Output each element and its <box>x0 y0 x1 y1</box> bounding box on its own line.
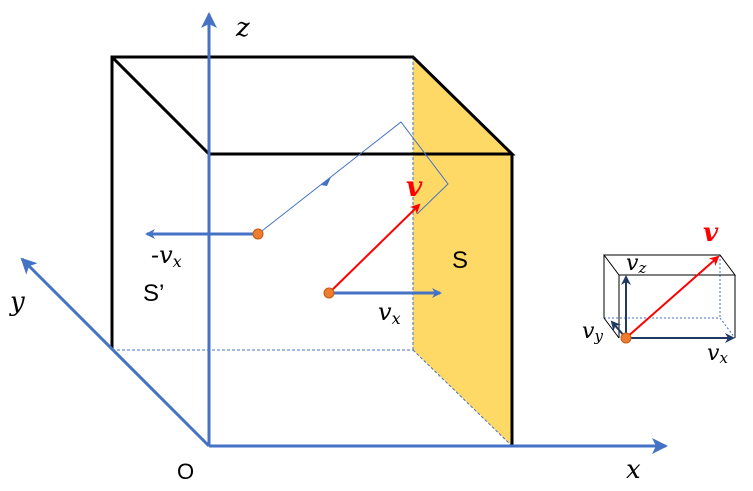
trajectory-arrowhead <box>321 177 331 186</box>
particle <box>323 287 335 299</box>
inset-vx-sub: x <box>719 349 728 367</box>
inset-vy-label: vy <box>582 319 603 345</box>
velocity-components-inset: v vz vy vx <box>582 218 736 367</box>
velocity-label: v <box>406 170 423 203</box>
inset-velocity-label: v <box>703 218 719 248</box>
particle-trajectory <box>257 121 449 235</box>
y-axis-label: y <box>9 287 25 317</box>
inset-particle <box>620 332 632 344</box>
hidden-edge-diagonal <box>412 349 513 447</box>
origin-label: O <box>177 459 194 484</box>
wall-s-prime-label: S’ <box>143 280 164 307</box>
inset-vy-sub: y <box>593 327 603 345</box>
wall-s-label: S <box>452 247 468 274</box>
vx-label-main: v <box>378 298 392 326</box>
neg-vx-label-main: -v <box>151 241 173 269</box>
neg-vx-label: -vx <box>151 241 182 271</box>
inset-top-face <box>603 254 736 276</box>
vx-label: vx <box>378 298 401 328</box>
x-axis-label: x <box>626 455 641 485</box>
velocity-vector <box>328 203 421 294</box>
inset-vy-main: v <box>582 319 595 344</box>
inset-hidden-edge-2 <box>719 317 736 339</box>
z-axis-label: z <box>235 13 250 43</box>
inset-vz-main: v <box>626 251 639 276</box>
inset-velocity-vector <box>625 255 720 339</box>
vx-label-sub: x <box>392 309 401 328</box>
neg-vx-label-sub: x <box>173 252 182 271</box>
inset-vx-main: v <box>707 341 720 366</box>
box-edges-back <box>110 55 516 350</box>
particle-after-collision <box>252 228 264 240</box>
y-axis <box>20 257 211 448</box>
inset-vx-label: vx <box>707 341 728 367</box>
inset-vz-label: vz <box>626 251 646 277</box>
inset-vz-sub: z <box>637 259 646 277</box>
